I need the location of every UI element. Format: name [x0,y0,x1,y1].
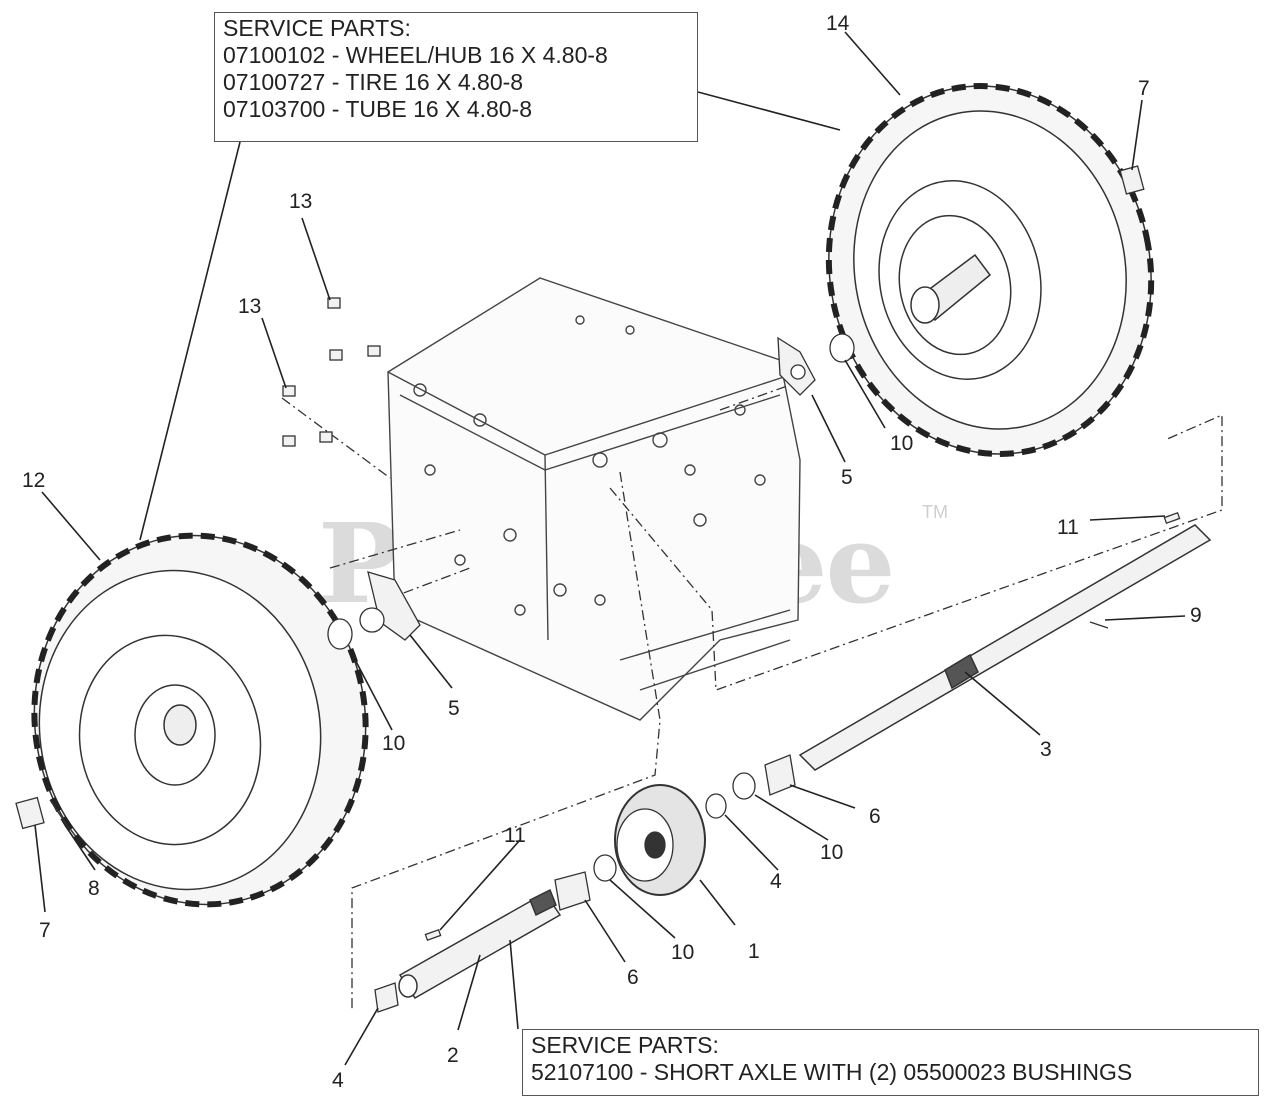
callout-10-low: 10 [671,941,694,964]
callout-11-top: 11 [1057,516,1079,539]
short-axle [398,888,562,1000]
callout-7-right: 7 [1138,77,1150,100]
callout-13-top: 13 [289,190,312,213]
trademark-mark: TM [922,502,948,522]
callout-1: 1 [748,940,760,963]
service-part-line: 52107100 - SHORT AXLE WITH (2) 05500023 … [531,1059,1133,1085]
callout-3: 3 [1040,738,1052,761]
service-part-line: 07100727 - TIRE 16 X 4.80-8 [223,69,524,95]
callout-5-right: 5 [841,466,853,489]
service-part-line: 07103700 - TUBE 16 X 4.80-8 [223,96,533,122]
long-axle [798,524,1212,771]
callout-9: 9 [1190,604,1202,627]
left-wheel-assembly [31,532,369,908]
callout-5-left: 5 [448,697,460,720]
service-parts-box-wheels: SERVICE PARTS: 07100102 - WHEEL/HUB 16 X… [214,12,698,142]
service-parts-box-axle: SERVICE PARTS: 52107100 - SHORT AXLE WIT… [522,1029,1259,1096]
callout-6-right: 6 [869,805,881,828]
callout-labels: 14 7 13 13 12 11 9 5 10 5 10 3 6 10 4 1 … [22,12,1202,1092]
service-box-heading: SERVICE PARTS: [223,15,411,41]
callout-14: 14 [826,12,850,35]
callout-11-low: 11 [504,824,526,847]
small-parts [15,165,1181,1013]
frame-housing [387,277,801,721]
callout-4-right: 4 [770,870,782,893]
callout-6-low: 6 [627,966,639,989]
callout-10-mid: 10 [820,841,843,864]
callout-7-left: 7 [39,919,51,942]
service-box-heading: SERVICE PARTS: [531,1032,719,1058]
service-part-line: 07100102 - WHEEL/HUB 16 X 4.80-8 [223,42,608,68]
right-wheel-assembly [825,83,1155,457]
callout-10-left: 10 [382,732,405,755]
callout-13-left: 13 [238,295,261,318]
callout-2: 2 [447,1044,459,1067]
callout-10-right: 10 [890,432,913,455]
callout-4-low: 4 [332,1069,344,1092]
callout-8: 8 [88,877,100,900]
leader-lines [34,31,1186,1066]
callout-12: 12 [22,469,45,492]
